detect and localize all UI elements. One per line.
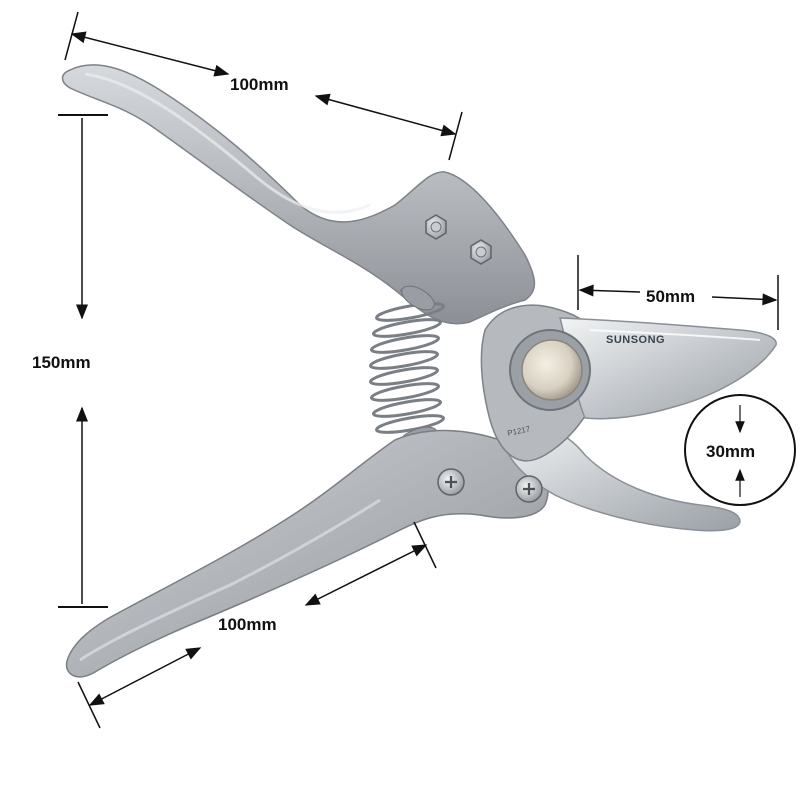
dimension-capacity: 30mm xyxy=(684,394,796,506)
hex-nut-icon xyxy=(470,239,492,265)
lower-handle xyxy=(65,429,549,678)
cutting-blade xyxy=(559,317,777,420)
dimension-label-height: 150mm xyxy=(32,353,91,372)
dimension-bottom-handle: 100mm xyxy=(77,521,437,729)
pivot-bolt xyxy=(509,329,591,411)
anvil-blade xyxy=(499,425,741,532)
phillips-screw-icon xyxy=(437,468,465,496)
hex-nut-icon xyxy=(425,214,447,240)
dimension-label-top: 100mm xyxy=(230,75,289,94)
dimension-blade: 50mm xyxy=(577,255,779,330)
dimension-height: 150mm xyxy=(32,114,108,608)
dimension-label-capacity: 30mm xyxy=(706,442,755,461)
spring xyxy=(369,288,445,434)
dimension-label-bottom: 100mm xyxy=(218,615,277,634)
dimension-label-blade: 50mm xyxy=(646,287,695,306)
brand-label: SUNSONG xyxy=(606,334,665,346)
upper-handle xyxy=(61,64,536,325)
phillips-screw-icon xyxy=(515,475,543,503)
dimension-top-handle: 100mm xyxy=(64,11,463,161)
